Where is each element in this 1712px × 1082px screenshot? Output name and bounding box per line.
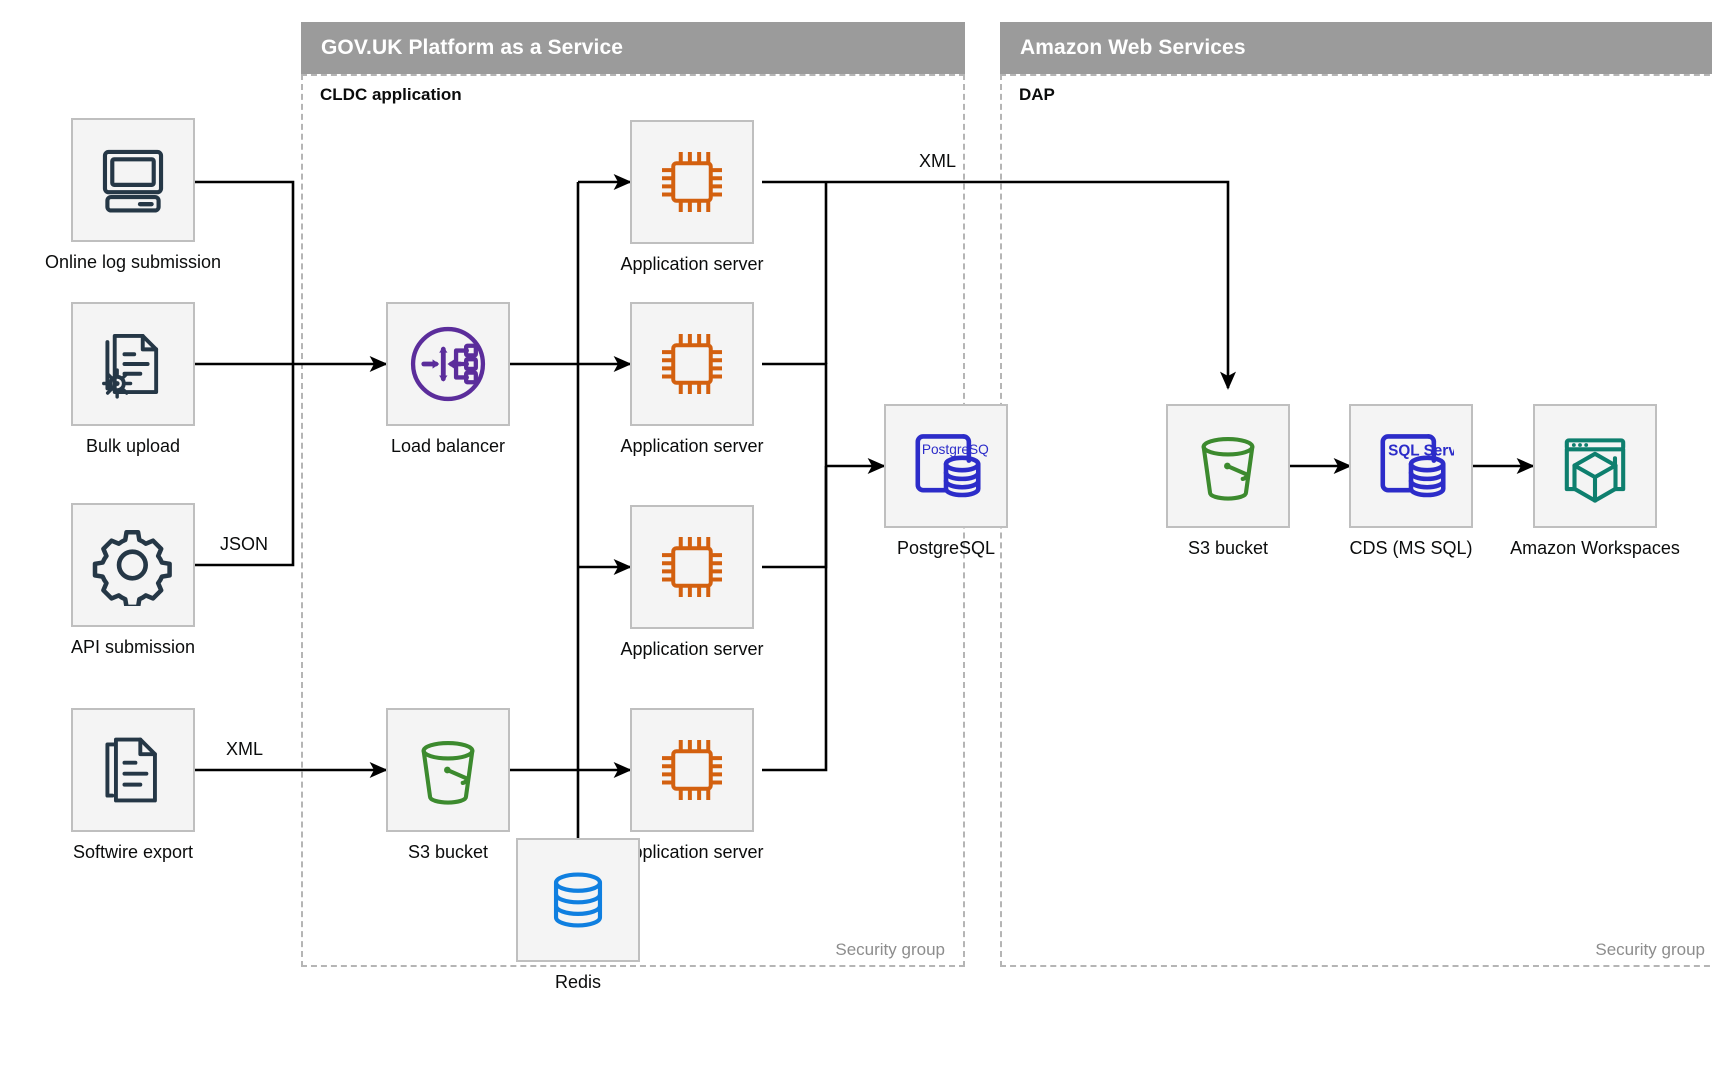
node-bulk-upload[interactable]: Bulk upload (71, 302, 195, 472)
node-label-cds-ms-sql: CDS (MS SQL) (1349, 538, 1473, 558)
node-label-postgresql: PostgreSQL (896, 538, 996, 558)
group-title-aws: Amazon Web Services (1020, 36, 1246, 59)
node-label-application-server-4: Application server (620, 842, 764, 862)
node-s3-bucket-paas[interactable]: S3 bucket (386, 708, 510, 878)
document-gear-icon (94, 325, 172, 403)
node-label-softwire-export: Softwire export (72, 842, 194, 862)
node-label-application-server-3: Application server (620, 639, 764, 659)
node-application-server-4[interactable]: Application server (620, 708, 764, 878)
node-application-server-1[interactable]: Application server (620, 120, 764, 290)
edge-label-softwire-xml: XML (219, 739, 271, 760)
gear-icon (92, 524, 174, 606)
node-postgresql[interactable]: PostgreSQL PostgreSQL (884, 404, 1008, 574)
security-group-label-aws: Security group (1595, 940, 1705, 959)
node-label-online-log-submission: Online log submission (44, 252, 222, 272)
group-header-aws: Amazon Web Services (1000, 22, 1712, 74)
node-label-application-server-2: Application server (620, 436, 764, 456)
node-load-balancer[interactable]: Load balancer (386, 302, 510, 472)
postgresql-database-icon: PostgreSQL (903, 423, 989, 509)
cpu-chip-icon (652, 527, 732, 607)
node-label-redis: Redis (554, 972, 602, 992)
amazon-workspaces-icon (1554, 425, 1636, 507)
node-label-application-server-1: Application server (620, 254, 764, 274)
group-header-paas: GOV.UK Platform as a Service (301, 22, 965, 74)
edge-label-app-xml: XML (912, 151, 964, 172)
node-label-amazon-workspaces: Amazon Workspaces (1510, 538, 1680, 558)
node-application-server-3[interactable]: Application server (620, 505, 764, 675)
sql-server-database-icon: SQL Server (1368, 423, 1454, 509)
load-balancer-icon (405, 321, 491, 407)
group-subtitle-aws: DAP (1019, 85, 1055, 104)
node-label-load-balancer: Load balancer (390, 436, 506, 456)
node-s3-bucket-aws[interactable]: S3 bucket (1166, 404, 1290, 574)
node-api-submission[interactable]: API submission (71, 503, 195, 673)
node-amazon-workspaces[interactable]: Amazon Workspaces (1510, 404, 1680, 574)
node-label-bulk-upload: Bulk upload (85, 436, 181, 456)
redis-database-icon (541, 863, 615, 937)
cpu-chip-icon (652, 730, 732, 810)
node-application-server-2[interactable]: Application server (620, 302, 764, 472)
group-subtitle-paas: CLDC application (320, 85, 462, 104)
edge-label-json: JSON (213, 534, 276, 555)
s3-bucket-icon (1187, 425, 1269, 507)
cpu-chip-icon (652, 324, 732, 404)
documents-stack-icon (94, 731, 172, 809)
s3-bucket-icon (407, 729, 489, 811)
node-label-s3-bucket-paas: S3 bucket (407, 842, 489, 862)
node-cds-ms-sql[interactable]: SQL Server CDS (MS SQL) (1349, 404, 1473, 574)
desktop-computer-icon (94, 141, 172, 219)
node-online-log-submission[interactable]: Online log submission (45, 118, 221, 288)
node-softwire-export[interactable]: Softwire export (71, 708, 195, 878)
node-redis[interactable]: Redis (516, 838, 640, 1008)
cpu-chip-icon (652, 142, 732, 222)
svg-text:PostgreSQL: PostgreSQL (922, 442, 989, 457)
svg-text:SQL Server: SQL Server (1388, 442, 1454, 459)
node-label-api-submission: API submission (70, 637, 196, 657)
security-group-label-paas: Security group (835, 940, 945, 959)
group-title-paas: GOV.UK Platform as a Service (321, 36, 623, 59)
node-label-s3-bucket-aws: S3 bucket (1187, 538, 1269, 558)
